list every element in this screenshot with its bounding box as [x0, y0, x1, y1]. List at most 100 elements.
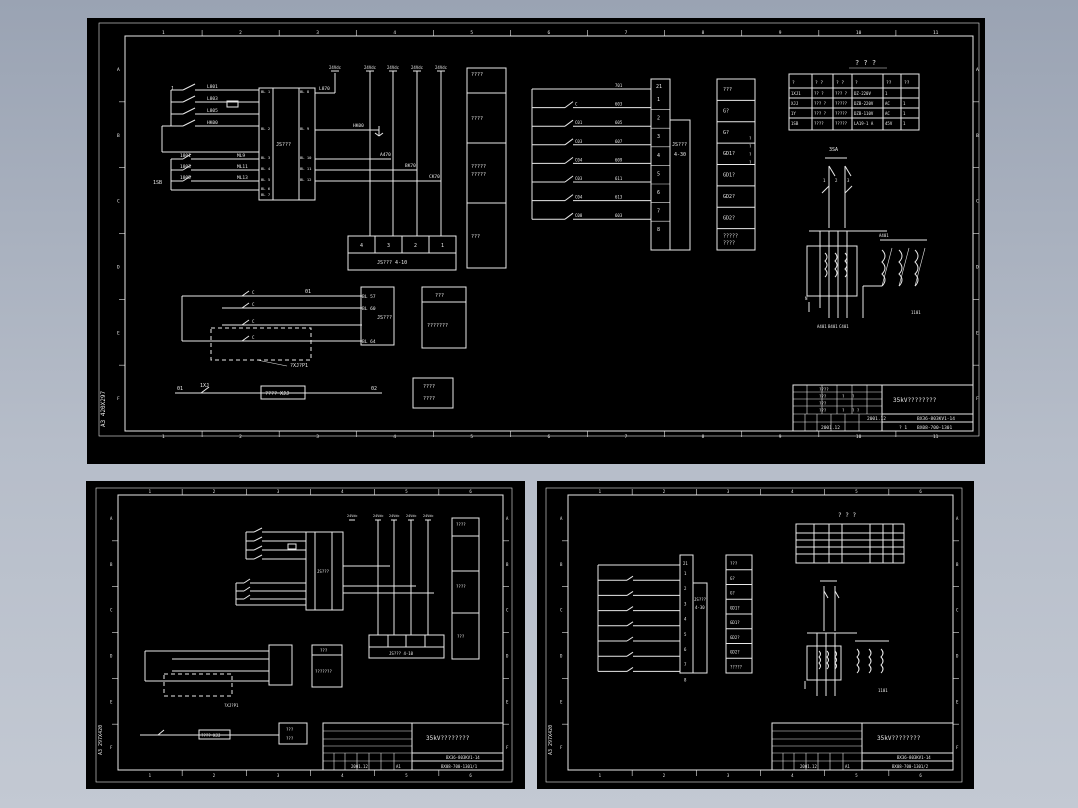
wire [564, 101, 574, 108]
left-title-code-1: BX36-803KV1-14 [446, 755, 480, 760]
load-coil [881, 249, 886, 287]
right-title-sheet: A1 [845, 764, 850, 769]
left-bottom-terminal-label: JS??? 4-10 [389, 651, 414, 656]
right-coil [834, 650, 837, 670]
status-item: ????? [723, 234, 738, 240]
left-note-box-2: ??? ??? [278, 722, 308, 745]
table-cell: LA19-1 A [854, 121, 874, 126]
right-load-coil [880, 648, 884, 674]
wire [828, 165, 836, 177]
right-terminal-number: 7 [684, 662, 687, 667]
zone-col-top: 3 [277, 489, 280, 494]
right-schematic-tail: 1101 [878, 688, 888, 693]
zone-row-left: A [560, 516, 563, 521]
table-cell: 1 [885, 91, 888, 96]
wire-label: A470 [380, 152, 391, 158]
status-item: ???? [723, 241, 735, 247]
wire [821, 185, 830, 194]
title-block-sheet: ? 1 [899, 425, 907, 431]
lower-relay-pin: BL 64 [362, 339, 376, 345]
left-alarm-box: ???? XJJ [201, 733, 220, 738]
relay-wire-label: 603 [615, 213, 623, 218]
relay-contact-label: C03 [575, 139, 583, 144]
left-note-box-2-title: ??? [286, 727, 294, 732]
title-block-mark: ? [842, 394, 845, 399]
zone-row-right: E [976, 330, 979, 336]
zone-col-top: 11 [933, 30, 939, 36]
load-lead [914, 247, 926, 287]
zone-row-right: C [976, 199, 979, 205]
left-note-3: ??? [457, 634, 465, 639]
zone-row-right: D [956, 653, 959, 658]
title-block-cell: ???? [819, 387, 829, 392]
zone-col-top: 5 [855, 489, 858, 494]
js-module: JS??? BL 1BL 2BL 3BL 4BL 5BL 6BL 7BL 8BL… [258, 73, 441, 201]
note-box-2: ???? ???? [412, 377, 454, 409]
left-alarm-line: ???? XJJ [140, 729, 279, 740]
module-pin-left: BL 1 [261, 89, 271, 94]
left-title-sheet: A1 [396, 764, 401, 769]
right-table-title: ? ? ? [838, 512, 856, 519]
zone-row-left: B [560, 562, 563, 567]
terminal-cell: 1 [441, 243, 444, 249]
wire [844, 185, 853, 194]
wire [378, 132, 384, 137]
zone-row-right: A [976, 67, 979, 73]
lower-input-label: 1803 [180, 164, 191, 170]
right-title-block-title: 35kV???????? [877, 735, 921, 742]
zone-row-left: E [110, 699, 113, 704]
zone-col-top: 2 [239, 30, 242, 36]
relay-wire-label: 613 [615, 195, 623, 200]
wire [253, 536, 263, 542]
contact [241, 335, 250, 342]
zone-col-bottom: 6 [469, 773, 472, 778]
right-coil [826, 650, 829, 670]
wire-label: L870 [319, 86, 330, 92]
wire [626, 636, 634, 642]
zone-col-top: 2 [663, 489, 666, 494]
zone-row-left: C [110, 608, 113, 613]
schematic-mark: 2 [835, 178, 838, 183]
status-item: GD1? [723, 173, 735, 179]
right-terminal-number: 4 [684, 617, 687, 622]
zone-row-right: D [976, 264, 979, 270]
zone-row-left: B [110, 562, 113, 567]
left-note-box-2-text: ??? [286, 736, 294, 741]
terminal-top-label: 24Vdc [411, 65, 424, 70]
zone-col-bottom: 5 [405, 773, 408, 778]
title-block-date-1: 2001.12 [867, 416, 886, 422]
title-block-cell: ??? [819, 408, 827, 413]
right-title-date: 2001.12 [800, 764, 817, 769]
note-3b: ????? [471, 172, 486, 178]
title-block-mark: ? ? [852, 408, 860, 413]
zone-col-bottom: 11 [933, 434, 939, 440]
right-title-block: 35kV???????? BX36-803KV1-14 BX08-700-130… [771, 722, 954, 771]
zone-row-right: C [956, 608, 959, 613]
zone-col-top: 8 [702, 30, 705, 36]
zone-row-right: B [506, 562, 509, 567]
zone-col-top: 6 [469, 489, 472, 494]
left-title-date: 2001.12 [351, 764, 368, 769]
zone-col-bottom: 1 [162, 434, 165, 440]
zone-row-right: A [506, 516, 509, 521]
terminal-top-label: 24Vdc [387, 65, 400, 70]
wire [253, 554, 263, 560]
right-coil [818, 650, 821, 670]
zone-row-right: D [506, 653, 509, 658]
right-terminal-number: 5 [684, 632, 687, 637]
title-block-code-2: BX08-700-1301 [917, 425, 953, 431]
contact [241, 302, 250, 309]
module-pin-right: BL 12 [300, 177, 311, 182]
module-pin-left: BL 7 [261, 192, 270, 197]
relay-contact-label: C08 [575, 213, 583, 218]
load-lead [898, 247, 910, 287]
wire [182, 164, 192, 171]
table-cell: 1Y [791, 111, 796, 116]
module-pin-left: BL 2 [261, 126, 270, 131]
terminal-top-label: 24Vdc [364, 65, 377, 70]
zone-row-left: F [117, 396, 120, 402]
lower-relay-name: JS??? [377, 315, 392, 321]
relay-terminal-number: 8 [657, 227, 660, 233]
zone-row-left: C [117, 199, 120, 205]
